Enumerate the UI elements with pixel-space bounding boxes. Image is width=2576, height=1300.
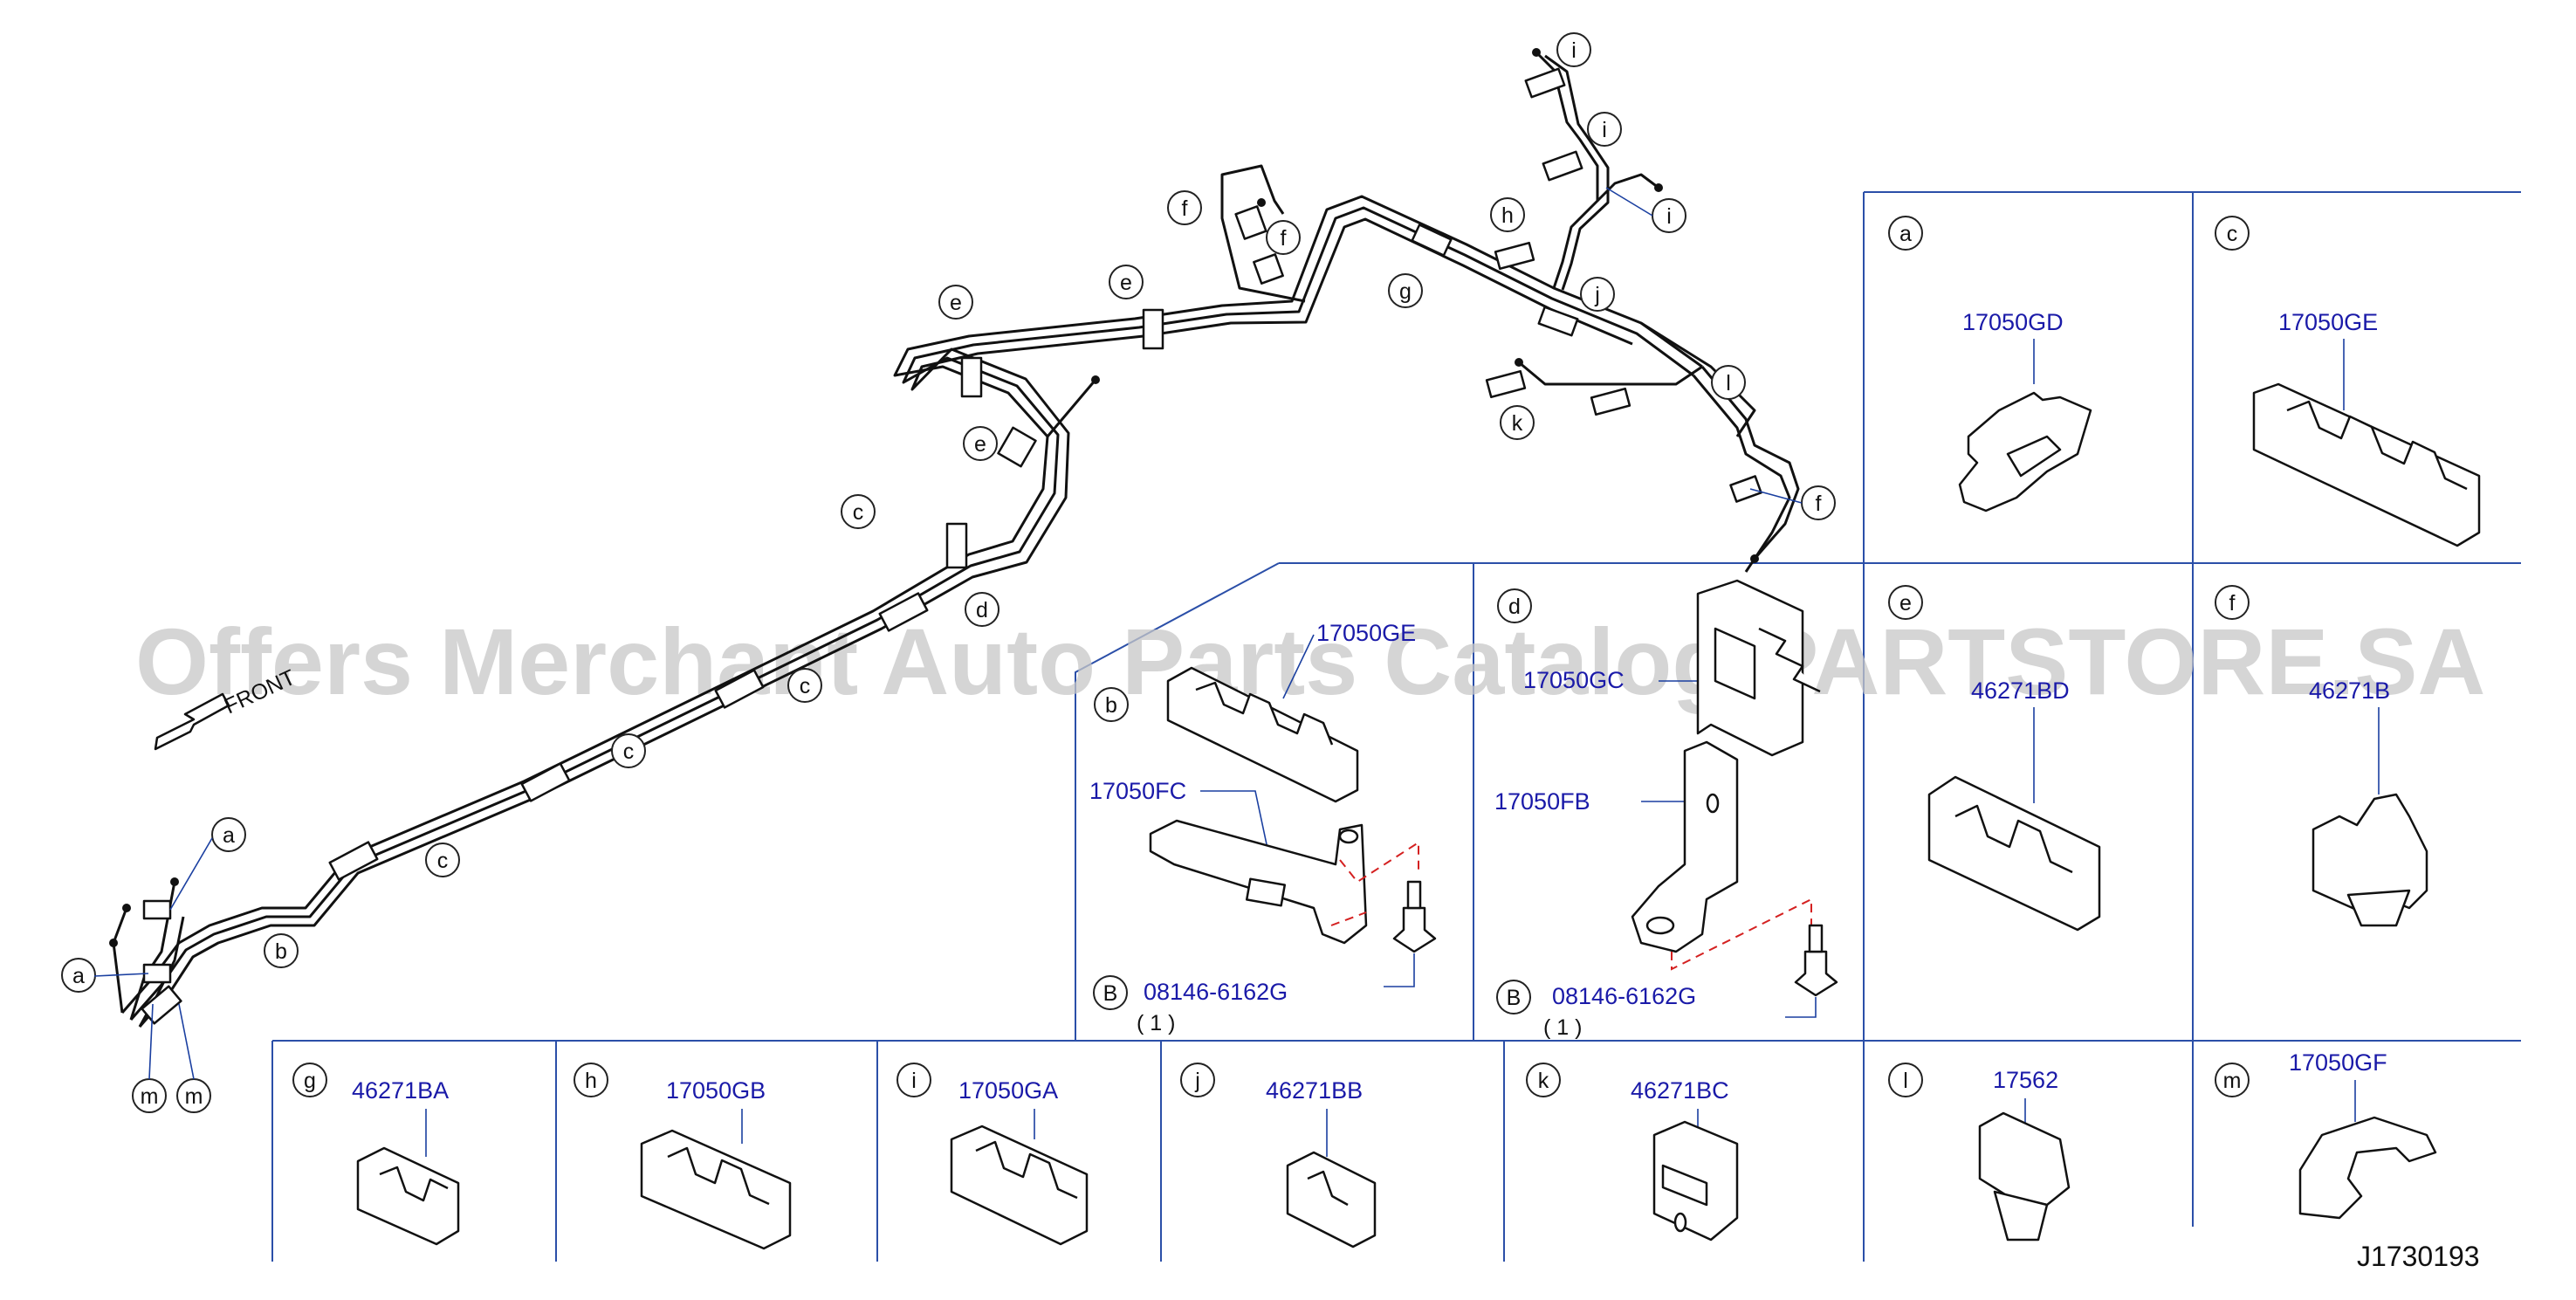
callout-c: c — [800, 674, 811, 698]
panel-d-callout: d — [1508, 595, 1521, 619]
part-qty-b: ( 1 ) — [1137, 1011, 1175, 1035]
watermark-text: Offers Merchant Auto Parts Catalog PARTS… — [135, 609, 2485, 714]
callout-d: d — [976, 598, 988, 622]
callout-m: m — [185, 1084, 203, 1109]
panel-d-bolt-callout: B — [1507, 986, 1522, 1010]
part-number-c: 17050GE — [2278, 309, 2378, 335]
front-arrow-icon — [154, 692, 230, 751]
part-number-m: 17050GF — [2289, 1049, 2387, 1076]
panel-m: m 17050GF — [2215, 1049, 2437, 1220]
panel-i: i 17050GA — [896, 1063, 1089, 1246]
part-number-j: 46271BB — [1266, 1077, 1363, 1104]
part-number-g: 46271BA — [352, 1077, 449, 1104]
callout-a: a — [223, 823, 235, 848]
part-number-l: 17562 — [1993, 1067, 2058, 1093]
part-number-f: 46271B — [2309, 678, 2390, 704]
callout-i: i — [1571, 38, 1577, 63]
part-number-d-bracket: 17050FB — [1494, 788, 1590, 815]
part-number-b-bolt: 08146-6162G — [1144, 979, 1288, 1005]
callout-a: a — [72, 964, 85, 988]
panel-b-bolt-callout: B — [1103, 981, 1118, 1006]
panel-m-callout: m — [2223, 1069, 2242, 1093]
callout-e: e — [950, 291, 962, 315]
callout-i: i — [1666, 204, 1672, 229]
callout-e: e — [1120, 271, 1132, 295]
part-number-i: 17050GA — [958, 1077, 1058, 1104]
panel-i-callout: i — [911, 1069, 917, 1093]
panel-b-callout: b — [1105, 693, 1117, 718]
part-number-a: 17050GD — [1962, 309, 2064, 335]
brake-pipe-assembly: FRONT — [109, 48, 1800, 1028]
panel-a: a 17050GD — [1888, 216, 2092, 512]
callout-c: c — [853, 500, 864, 525]
panel-j: j 46271BB — [1180, 1063, 1377, 1248]
panel-k-callout: k — [1538, 1069, 1549, 1093]
part-number-d-bolt: 08146-6162G — [1552, 983, 1696, 1009]
panel-grid — [271, 191, 2521, 1262]
panel-l-callout: l — [1903, 1069, 1908, 1093]
panel-g: g 46271BA — [292, 1063, 460, 1246]
callout-l: l — [1726, 371, 1731, 396]
callout-f: f — [1816, 492, 1822, 516]
part-number-h: 17050GB — [666, 1077, 766, 1104]
part-number-b-clip: 17050GE — [1316, 620, 1416, 646]
callout-i: i — [1602, 118, 1607, 142]
part-number-b-bracket: 17050FC — [1089, 778, 1186, 804]
callout-j: j — [1594, 283, 1600, 307]
part-number-d-clip: 17050GC — [1523, 667, 1625, 693]
panel-l: l 17562 — [1888, 1063, 2071, 1242]
part-number-k: 46271BC — [1631, 1077, 1729, 1104]
panel-g-callout: g — [304, 1069, 316, 1093]
diagram-code: J1730193 — [2357, 1241, 2480, 1272]
panel-d: d 17050GC 17050FB B 08146-6162G ( 1 ) — [1494, 579, 1838, 1040]
panel-j-callout: j — [1194, 1069, 1200, 1093]
panel-e: e 46271BD — [1888, 585, 2101, 932]
panel-e-callout: e — [1899, 591, 1912, 616]
callout-b: b — [275, 939, 287, 964]
panel-h-callout: h — [585, 1069, 597, 1093]
callout-k: k — [1512, 411, 1523, 436]
callout-g: g — [1399, 279, 1412, 304]
part-number-e: 46271BD — [1971, 678, 2070, 704]
panel-b: b 17050GE 17050FC B 08146-6162G ( 1 ) — [1089, 620, 1437, 1035]
panel-c: c 17050GE — [2215, 216, 2481, 547]
callout-h: h — [1501, 203, 1514, 228]
callout-m: m — [141, 1084, 159, 1109]
callout-c: c — [437, 849, 449, 873]
panel-c-callout: c — [2227, 222, 2238, 246]
callout-c: c — [623, 739, 635, 764]
part-qty-d: ( 1 ) — [1543, 1015, 1582, 1040]
panel-a-callout: a — [1899, 222, 1912, 246]
callout-e: e — [974, 432, 986, 457]
callout-f: f — [1281, 226, 1287, 251]
pipe-callouts: a a b c c c c d e e e f f g h i i i j k … — [61, 32, 1836, 1113]
panel-f: f 46271B — [2215, 585, 2428, 927]
panel-h: h 17050GB — [574, 1063, 792, 1250]
panel-k: k 46271BC — [1526, 1063, 1739, 1242]
callout-f: f — [1182, 196, 1188, 221]
panel-f-callout: f — [2229, 591, 2236, 616]
